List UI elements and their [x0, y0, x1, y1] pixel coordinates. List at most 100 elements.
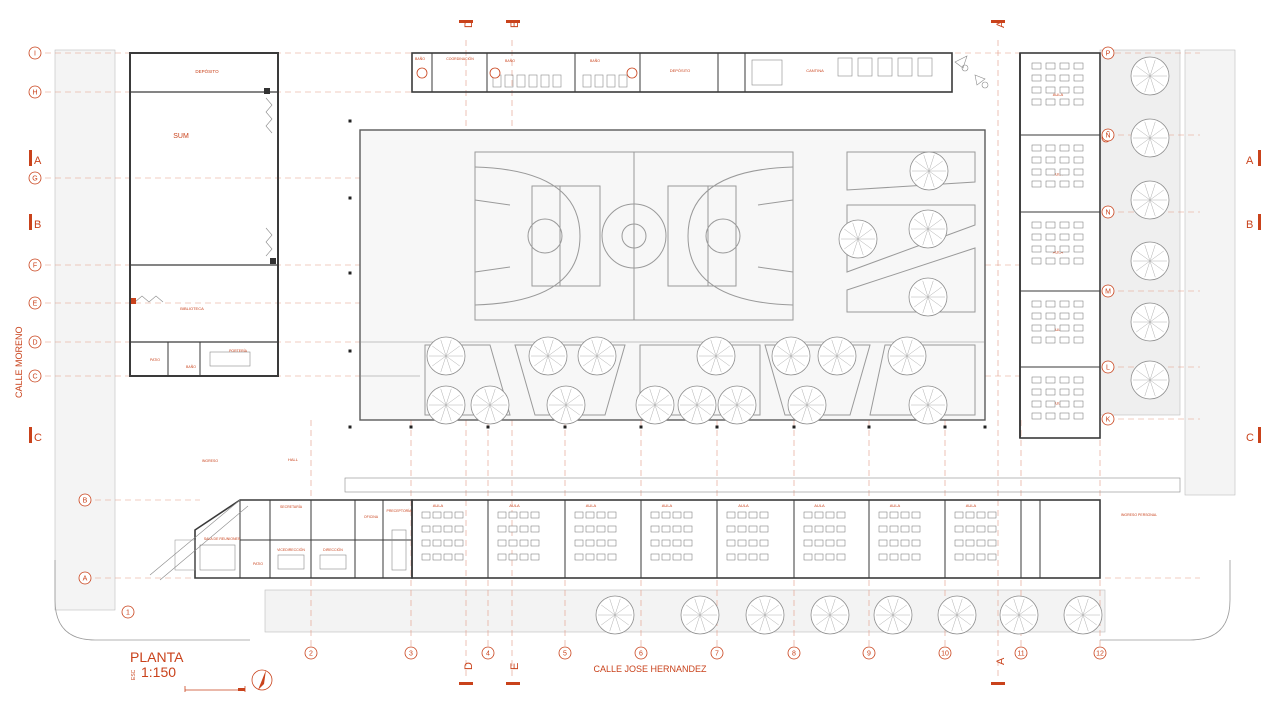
room-label-coordinacion: COORDINACIÓN [446, 56, 474, 61]
grid-marker-number-9 [938, 646, 952, 660]
room-label-aula: AULA [966, 503, 977, 508]
grid-marker-number-label: 1 [126, 610, 130, 617]
grid-marker-0 [28, 46, 42, 60]
tree-icon [909, 151, 949, 191]
section-mark-a-left: A [34, 155, 42, 167]
desk [965, 539, 975, 547]
desk [650, 539, 660, 547]
desk [1031, 388, 1042, 396]
desk [1073, 324, 1084, 332]
grid-marker-number-label: 4 [486, 651, 490, 658]
grid-marker-number-0 [121, 605, 135, 619]
desk [421, 525, 431, 533]
desk [954, 553, 964, 561]
desk [454, 553, 464, 561]
grid-marker-number-label: 10 [941, 651, 949, 658]
desk [954, 525, 964, 533]
desk [1073, 376, 1084, 384]
tree-icon [1130, 302, 1170, 342]
desk [1059, 336, 1070, 344]
desk [1045, 257, 1056, 265]
desk [1031, 257, 1042, 265]
desk [911, 511, 921, 519]
column [486, 425, 490, 429]
desk [900, 539, 910, 547]
tree-icon [577, 336, 617, 376]
desk [574, 525, 584, 533]
grid-marker-number-5 [634, 646, 648, 660]
column [867, 425, 871, 429]
desk [1031, 74, 1042, 82]
desk [1031, 221, 1042, 229]
desk [1031, 300, 1042, 308]
grid-marker-number-4 [558, 646, 572, 660]
desk [1059, 257, 1070, 265]
desk [1031, 144, 1042, 152]
desk [661, 539, 671, 547]
desk [965, 511, 975, 519]
tree-icon [1130, 56, 1170, 96]
desk [607, 525, 617, 533]
desk [432, 511, 442, 519]
tree-icon [908, 209, 948, 249]
section-mark-d-bottom: D [463, 662, 475, 670]
desk [737, 553, 747, 561]
desk [726, 539, 736, 547]
sum-building [129, 52, 279, 377]
desk [1073, 336, 1084, 344]
desk [1045, 300, 1056, 308]
section-mark-c-left: C [34, 432, 42, 444]
column [348, 349, 352, 353]
desk [1059, 400, 1070, 408]
desk [1059, 98, 1070, 106]
drawing-title-main: PLANTA [130, 649, 184, 665]
room-label-sum: SUM [173, 133, 189, 140]
section-marks: A B C A B C D E A D E A [29, 20, 1261, 685]
grid-marker-number-label: 7 [715, 651, 719, 658]
desk [421, 539, 431, 547]
desk [421, 511, 431, 519]
desk [454, 539, 464, 547]
desk [650, 525, 660, 533]
basketball-court [474, 151, 794, 321]
room-label-bano-1: BAÑO [505, 58, 515, 63]
desk [1073, 233, 1084, 241]
desk [1045, 245, 1056, 253]
tree-icon [680, 595, 720, 635]
tree-icon [838, 219, 878, 259]
desk [825, 511, 835, 519]
desk [1045, 86, 1056, 94]
desk [519, 539, 529, 547]
room-label-aula: AULA [509, 503, 520, 508]
desk [1045, 168, 1056, 176]
desk [443, 511, 453, 519]
desk [1031, 412, 1042, 420]
tree-icon [470, 385, 510, 425]
desk [1073, 168, 1084, 176]
desk [900, 553, 910, 561]
grid-marker-number-1 [304, 646, 318, 660]
desk [661, 553, 671, 561]
grid-marker-number-8 [862, 646, 876, 660]
desk [1031, 180, 1042, 188]
desk [1073, 98, 1084, 106]
desk [1059, 74, 1070, 82]
section-mark-e-bottom: E [509, 663, 521, 670]
desk [1073, 412, 1084, 420]
desk [508, 553, 518, 561]
desk [1059, 86, 1070, 94]
desk [672, 525, 682, 533]
desk [911, 539, 921, 547]
desk [672, 539, 682, 547]
desk [748, 539, 758, 547]
desk [683, 525, 693, 533]
section-mark-c-right: C [1246, 432, 1254, 444]
desk [889, 525, 899, 533]
desk [1073, 144, 1084, 152]
desk [759, 511, 769, 519]
desk [1073, 245, 1084, 253]
room-label-aula: AULA [433, 503, 444, 508]
grid-marker-right-3 [1101, 284, 1115, 298]
tree-icon [787, 385, 827, 425]
